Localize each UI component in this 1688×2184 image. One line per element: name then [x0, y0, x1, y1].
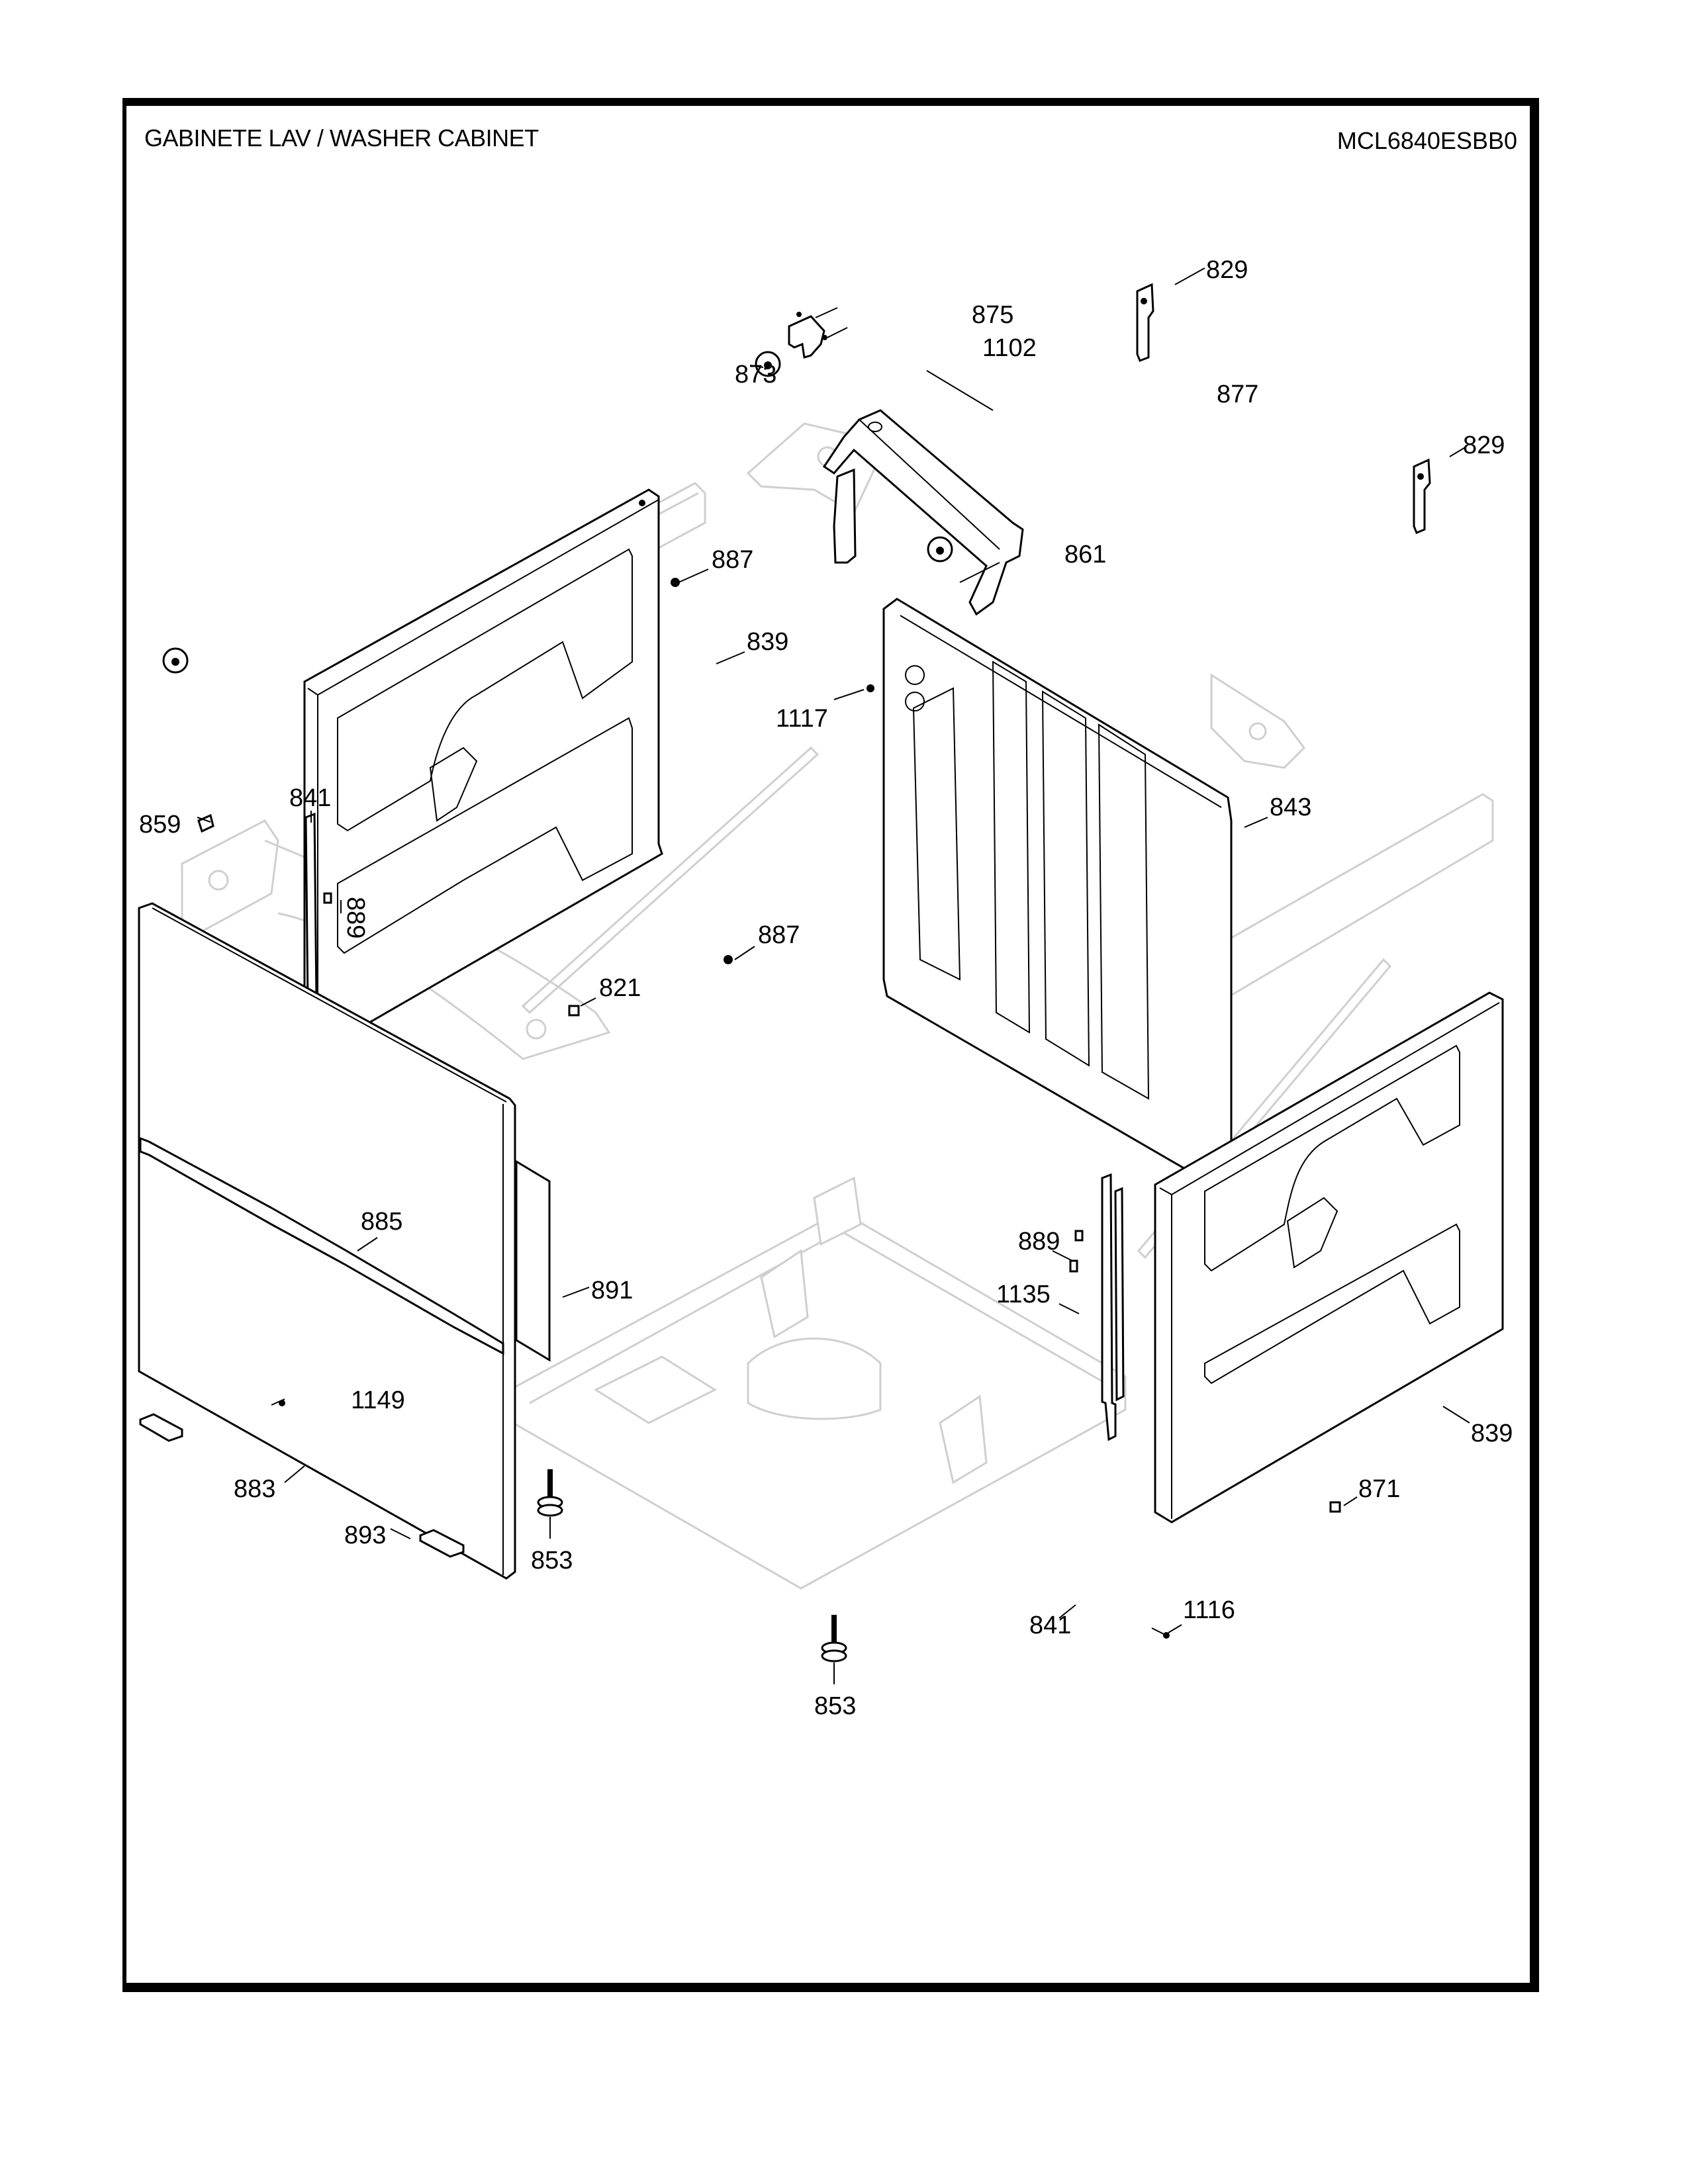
callout-891: 891 [591, 1277, 633, 1304]
callout-1135: 1135 [996, 1281, 1051, 1308]
part-887-screw-mid [724, 955, 733, 964]
part-841-strip-left [305, 812, 318, 1005]
part-grommet-left [162, 647, 189, 674]
part-839-side-panel-left [303, 488, 663, 1054]
part-875-cover [788, 312, 827, 359]
part-877-top-brace [822, 409, 1024, 616]
part-829-bracket-right [1413, 458, 1431, 534]
callout-889b: 889 [1018, 1228, 1060, 1255]
ghost-slide-rail [521, 746, 1392, 1259]
callout-877: 877 [1217, 381, 1258, 408]
callout-1116: 1116 [1183, 1596, 1235, 1624]
part-1116-screw [1151, 1627, 1170, 1639]
part-887-screw-top [671, 578, 680, 587]
model-number: MCL6840ESBB0 [1336, 127, 1517, 154]
callout-875: 875 [972, 301, 1013, 329]
diagram-title: GABINETE LAV / WASHER CABINET [144, 124, 539, 152]
callout-841b: 841 [1029, 1612, 1071, 1639]
part-821-fitting [568, 1005, 580, 1017]
callout-853b: 853 [814, 1692, 856, 1720]
part-841-strip-right [1101, 1173, 1125, 1441]
callout-871: 871 [1358, 1475, 1400, 1503]
callout-883: 883 [234, 1475, 275, 1503]
callout-841a: 841 [289, 784, 331, 812]
callout-885: 885 [361, 1208, 402, 1236]
callout-873: 873 [735, 361, 776, 388]
callout-887a: 887 [712, 546, 753, 574]
callout-853a: 853 [531, 1547, 573, 1574]
part-853-leg-center [821, 1615, 847, 1662]
callout-829a: 829 [1206, 256, 1248, 284]
callout-839b: 839 [1471, 1420, 1513, 1447]
diagram-border [122, 98, 1539, 1992]
part-1135-clip [1069, 1259, 1078, 1273]
callout-887b: 887 [758, 921, 800, 949]
part-893-clip-left [139, 1413, 183, 1442]
part-861-duct [833, 468, 857, 564]
part-843-rear-panel [882, 598, 1233, 1189]
part-893-clip-right [419, 1529, 465, 1558]
part-grommet-right [927, 536, 953, 563]
leader-lines [197, 267, 1470, 1684]
callout-829b: 829 [1463, 432, 1505, 459]
callout-1149: 1149 [351, 1387, 405, 1414]
callout-889a: 889 [342, 897, 369, 938]
part-859-clip [197, 813, 214, 833]
callout-labels: 829 875 1102 873 877 829 887 861 839 111… [139, 256, 1513, 1720]
part-889-clip-right [1074, 1230, 1084, 1242]
callout-821: 821 [599, 974, 641, 1002]
callout-893: 893 [344, 1522, 386, 1549]
callout-843: 843 [1270, 794, 1311, 821]
part-873-grommet [755, 351, 781, 377]
ghost-top-bracket-right [1210, 673, 1305, 769]
part-839-side-panel-right [1154, 991, 1504, 1524]
part-1117-screw [867, 684, 874, 692]
part-889-clip-left [323, 892, 332, 904]
part-853-leg-left [537, 1469, 563, 1517]
callout-1102: 1102 [982, 334, 1037, 362]
part-829-bracket-top [1136, 283, 1154, 362]
callout-1117: 1117 [776, 705, 828, 733]
callout-839a: 839 [747, 628, 788, 656]
callout-859: 859 [139, 811, 181, 839]
part-871-fitting [1329, 1501, 1341, 1513]
part-885-trim [139, 1136, 504, 1355]
callout-861: 861 [1064, 541, 1106, 569]
part-891-label [515, 1160, 551, 1362]
